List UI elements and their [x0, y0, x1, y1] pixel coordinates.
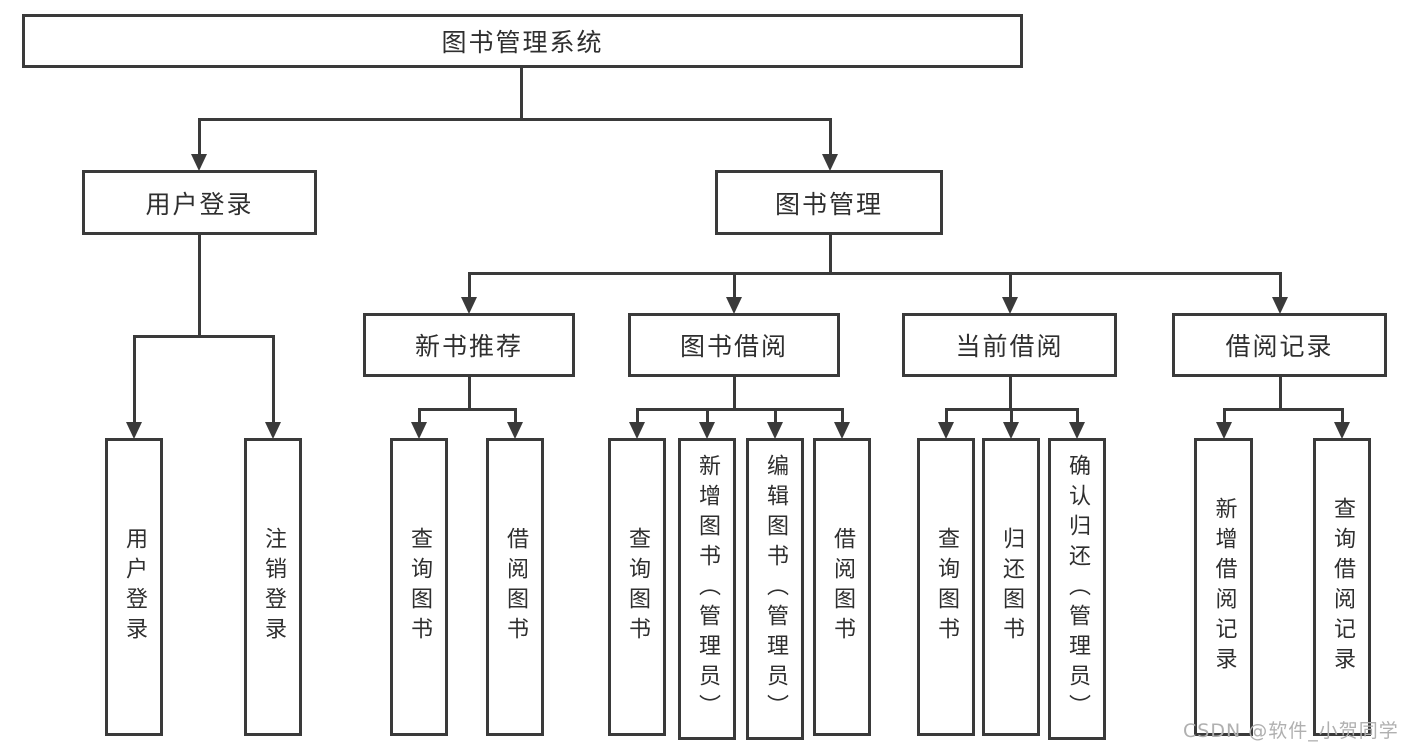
arrowhead-icon [461, 297, 477, 314]
node-book-management-label: 图书管理 [774, 189, 883, 219]
leaf-query-books-recommend-label: 查询图书 [407, 527, 432, 647]
edge-1-stem [197, 235, 201, 338]
edge-0-drop-1 [828, 119, 832, 157]
edge-4-drop-0 [635, 409, 639, 425]
edge-0-stem [519, 68, 523, 121]
node-user-login-label: 用户登录 [145, 189, 254, 219]
leaf-user-login-label: 用户登录 [122, 527, 147, 647]
leaf-add-borrow-record-label: 新增借阅记录 [1211, 497, 1237, 677]
arrowhead-icon [938, 422, 954, 439]
leaf-logout: 注销登录 [244, 438, 302, 736]
leaf-query-books-current-label: 查询图书 [934, 527, 959, 647]
leaf-logout-label: 注销登录 [261, 527, 286, 647]
node-book-borrow: 图书借阅 [628, 313, 840, 377]
leaf-return-book: 归还图书 [982, 438, 1040, 736]
edge-5-drop-1 [1009, 409, 1013, 425]
leaf-query-books-borrow: 查询图书 [608, 438, 666, 736]
arrowhead-icon [191, 154, 207, 171]
node-borrow-records-label: 借阅记录 [1225, 332, 1334, 361]
leaf-query-books-current: 查询图书 [917, 438, 975, 736]
edge-2-drop-0 [467, 273, 471, 300]
edge-0-bus [197, 117, 832, 121]
leaf-query-borrow-record: 查询借阅记录 [1313, 438, 1371, 736]
leaf-add-book-admin: 新增图书（管理员） [678, 438, 736, 740]
arrowhead-icon [834, 422, 850, 439]
edge-3-bus [417, 407, 517, 411]
node-borrow-records: 借阅记录 [1172, 313, 1387, 377]
leaf-edit-book-admin: 编辑图书（管理员） [746, 438, 804, 740]
edge-2-drop-3 [1278, 273, 1282, 300]
edge-0-drop-0 [197, 119, 201, 157]
edge-3-stem [467, 377, 471, 411]
leaf-borrow-books-recommend-label: 借阅图书 [503, 527, 528, 647]
edge-4-stem [732, 377, 736, 411]
arrowhead-icon [1334, 422, 1350, 439]
node-current-borrow-label: 当前借阅 [955, 332, 1064, 361]
leaf-edit-book-admin-label: 编辑图书（管理员） [763, 454, 788, 724]
leaf-query-borrow-record-label: 查询借阅记录 [1330, 497, 1355, 677]
edge-5-stem [1008, 377, 1012, 411]
arrowhead-icon [265, 422, 281, 439]
edge-1-drop-0 [132, 336, 136, 425]
leaf-confirm-return-admin-label: 确认归还（管理员） [1065, 454, 1090, 724]
arrowhead-icon [767, 422, 783, 439]
edge-3-drop-0 [417, 409, 421, 425]
leaf-query-books-borrow-label: 查询图书 [625, 527, 650, 647]
leaf-add-book-admin-label: 新增图书（管理员） [695, 454, 720, 724]
edge-2-bus [467, 271, 1282, 275]
arrowhead-icon [822, 154, 838, 171]
edge-2-drop-1 [732, 273, 736, 300]
leaf-confirm-return-admin: 确认归还（管理员） [1048, 438, 1106, 740]
arrowhead-icon [1069, 422, 1085, 439]
edge-2-drop-2 [1008, 273, 1012, 300]
edge-6-drop-1 [1340, 409, 1344, 425]
arrowhead-icon [1272, 297, 1288, 314]
node-current-borrow: 当前借阅 [902, 313, 1117, 377]
edge-3-drop-1 [513, 409, 517, 425]
arrowhead-icon [699, 422, 715, 439]
edge-4-drop-3 [840, 409, 844, 425]
arrowhead-icon [1002, 297, 1018, 314]
node-root-label: 图书管理系统 [441, 28, 604, 57]
edge-4-bus [635, 407, 844, 411]
edge-5-drop-2 [1075, 409, 1079, 425]
leaf-user-login: 用户登录 [105, 438, 163, 736]
node-new-book-recommend: 新书推荐 [363, 313, 575, 377]
leaf-return-book-label: 归还图书 [999, 527, 1024, 647]
edge-4-drop-1 [705, 409, 709, 425]
leaf-borrow-books-borrow: 借阅图书 [813, 438, 871, 736]
edge-6-bus [1222, 407, 1344, 411]
leaf-add-borrow-record: 新增借阅记录 [1194, 438, 1253, 736]
leaf-borrow-books-recommend: 借阅图书 [486, 438, 544, 736]
edge-6-stem [1278, 377, 1282, 411]
node-root: 图书管理系统 [22, 14, 1023, 68]
edge-5-drop-0 [944, 409, 948, 425]
node-book-borrow-label: 图书借阅 [679, 332, 788, 361]
node-new-book-recommend-label: 新书推荐 [414, 332, 523, 361]
arrowhead-icon [629, 422, 645, 439]
arrowhead-icon [726, 297, 742, 314]
edge-2-stem [828, 235, 832, 275]
node-book-management: 图书管理 [715, 170, 943, 235]
edge-6-drop-0 [1222, 409, 1226, 425]
arrowhead-icon [507, 422, 523, 439]
arrowhead-icon [126, 422, 142, 439]
arrowhead-icon [1216, 422, 1232, 439]
leaf-borrow-books-borrow-label: 借阅图书 [830, 527, 855, 647]
arrowhead-icon [411, 422, 427, 439]
leaf-query-books-recommend: 查询图书 [390, 438, 448, 736]
node-user-login: 用户登录 [82, 170, 317, 235]
edge-1-drop-1 [271, 336, 275, 425]
edge-1-bus [132, 334, 275, 338]
watermark: CSDN @软件_小贺同学 [1183, 720, 1399, 742]
arrowhead-icon [1003, 422, 1019, 439]
edge-4-drop-2 [773, 409, 777, 425]
